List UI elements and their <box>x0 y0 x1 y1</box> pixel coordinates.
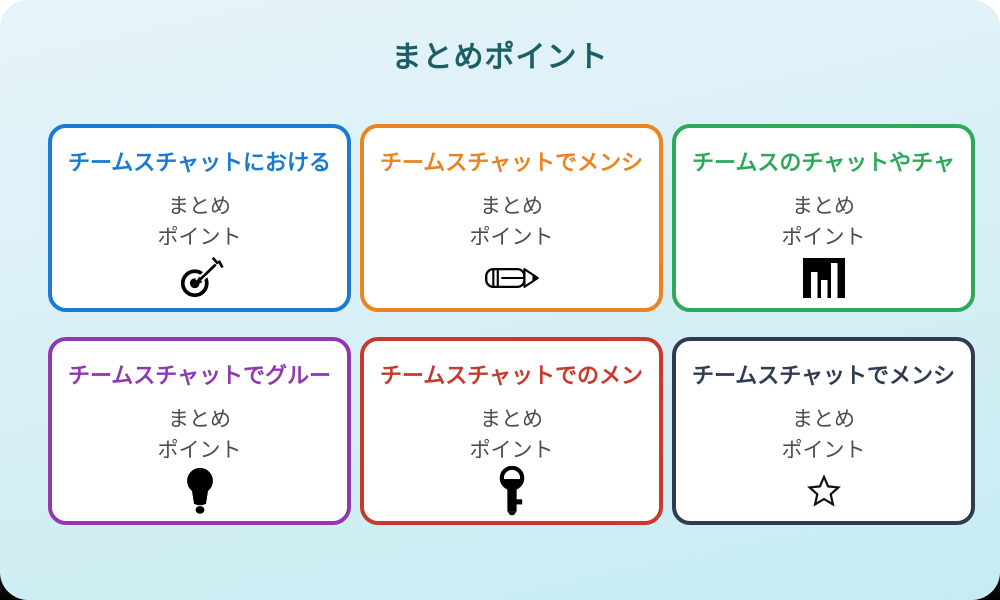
page-title: まとめポイント <box>391 41 609 74</box>
card-line: まとめ <box>168 408 231 431</box>
card-line: まとめ <box>480 195 543 218</box>
summary-card: チームスチャットでのメン まとめ ポイント <box>360 337 663 525</box>
bar-chart-icon <box>676 256 971 300</box>
card-title: チームスチャットでグルー <box>67 363 332 388</box>
card-line: まとめ <box>792 408 855 431</box>
card-grid: チームスチャットにおける まとめ ポイント チームスチャットでメンシ まとめ ポ… <box>48 124 976 525</box>
dart-target-icon <box>52 256 347 300</box>
summary-card: チームスチャットにおける まとめ ポイント <box>48 124 351 312</box>
card-title: チームスチャットでメンシ <box>691 363 956 388</box>
summary-card: チームスチャットでメンシ まとめ ポイント <box>360 124 663 312</box>
card-title: チームスチャットでのメン <box>379 363 644 388</box>
card-line: まとめ <box>480 408 543 431</box>
summary-card: チームスのチャットやチャ まとめ ポイント <box>672 124 975 312</box>
pencil-icon <box>364 256 659 300</box>
card-line: ポイント <box>157 439 242 462</box>
card-line: ポイント <box>157 226 242 249</box>
star-icon <box>676 469 971 513</box>
summary-card: チームスチャットでメンシ まとめ ポイント <box>672 337 975 525</box>
key-icon <box>364 466 659 516</box>
card-line: ポイント <box>781 439 866 462</box>
card-line: まとめ <box>792 195 855 218</box>
card-title: チームスチャットでメンシ <box>379 150 644 175</box>
card-line: ポイント <box>469 439 554 462</box>
summary-card: チームスチャットでグルー まとめ ポイント <box>48 337 351 525</box>
card-line: ポイント <box>469 226 554 249</box>
card-line: まとめ <box>168 195 231 218</box>
card-title: チームスのチャットやチャ <box>692 150 955 175</box>
card-line: ポイント <box>781 226 866 249</box>
lightbulb-icon <box>52 467 347 514</box>
card-title: チームスチャットにおける <box>67 150 332 175</box>
